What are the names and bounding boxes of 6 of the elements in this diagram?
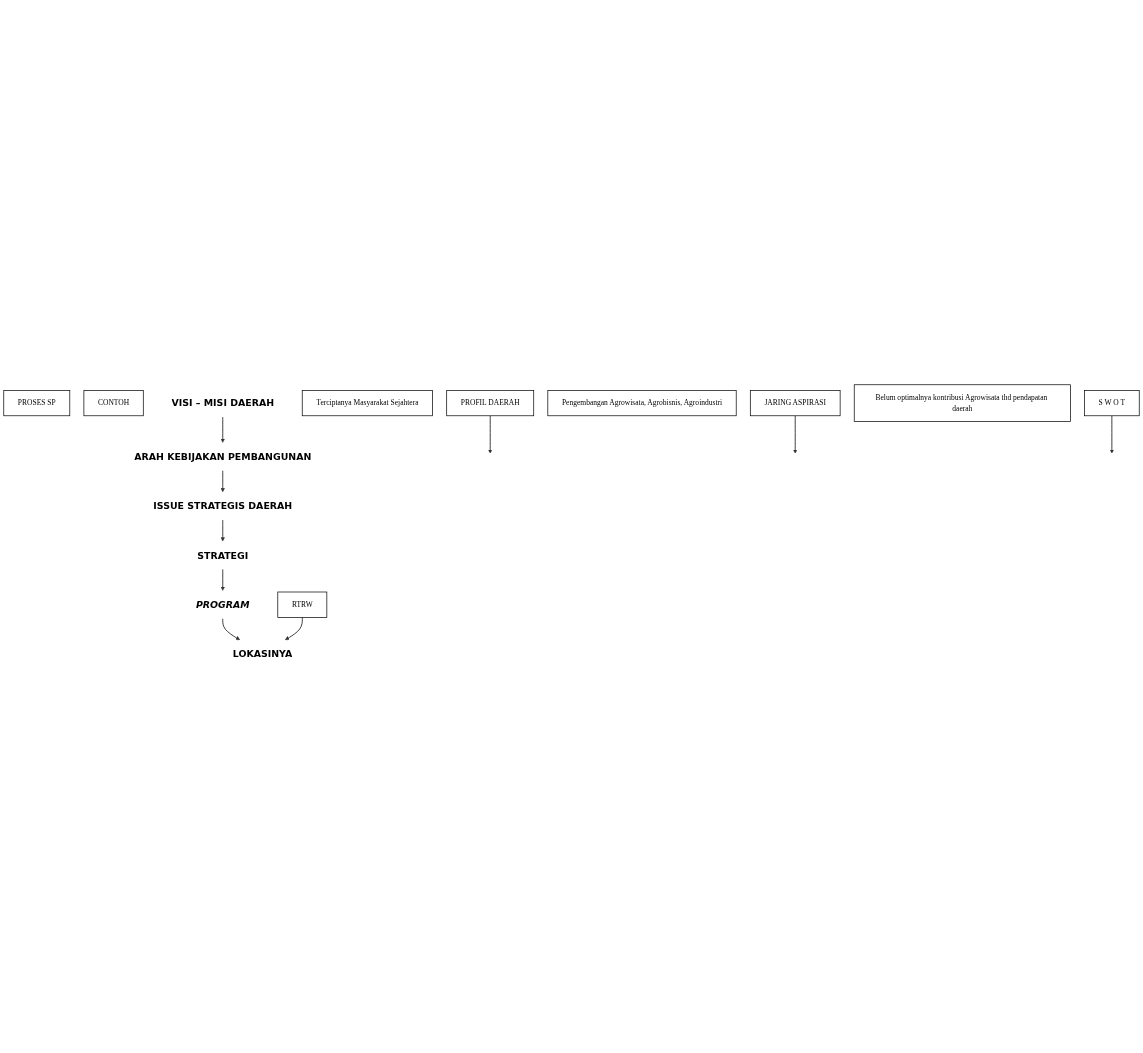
node-text: LOKASINYA (232, 648, 293, 660)
node-text: STRATEGI (197, 549, 249, 562)
node-text: PROGRAM (195, 599, 250, 611)
node-text: VISI – MISI DAERAH (171, 397, 275, 409)
node-text: ARAH KEBIJAKAN PEMBANGUNAN (134, 451, 312, 463)
node-text: ISSUE STRATEGIS DAERAH (153, 500, 293, 512)
